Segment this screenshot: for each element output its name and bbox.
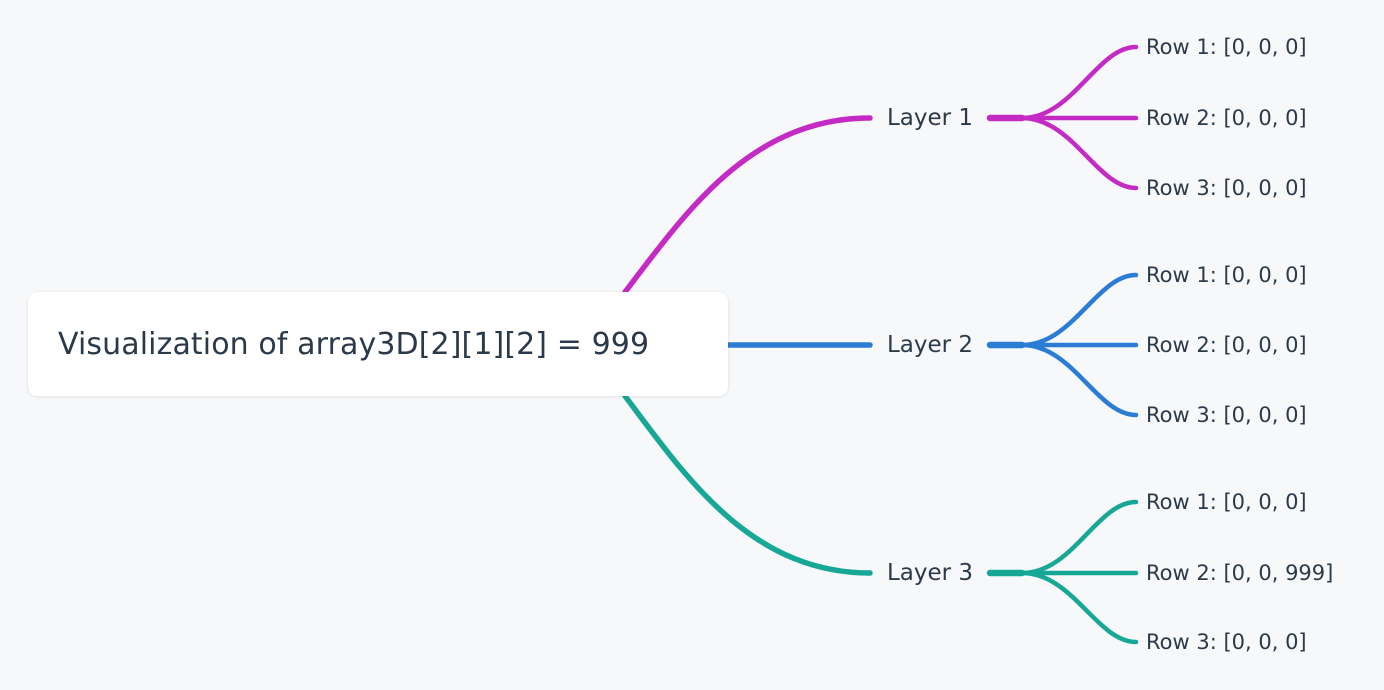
root-node-label: Visualization of array3D[2][1][2] = 999 [58,326,650,362]
branch-node-label-2[interactable]: Layer 2 [886,332,974,358]
leaf-node-label[interactable]: Row 2: [0, 0, 999] [1146,561,1334,585]
leaf-node-label[interactable]: Row 1: [0, 0, 0] [1146,263,1307,287]
leaf-node-label[interactable]: Row 1: [0, 0, 0] [1146,35,1307,59]
root-node[interactable]: Visualization of array3D[2][1][2] = 999 [28,292,728,396]
leaf-node-label[interactable]: Row 2: [0, 0, 0] [1146,106,1307,130]
mindmap-edge [1019,570,1139,645]
mindmap-edge [1019,499,1139,576]
leaf-node-label[interactable]: Row 2: [0, 0, 0] [1146,333,1307,357]
branch-node-label-1[interactable]: Layer 1 [886,105,974,131]
mindmap-edge [622,115,873,295]
leaf-node-label[interactable]: Row 3: [0, 0, 0] [1146,403,1307,427]
mindmap-edge [622,393,873,576]
mindmap-edge [1019,115,1139,191]
leaf-node-label[interactable]: Row 1: [0, 0, 0] [1146,490,1307,514]
branch-node-label-3[interactable]: Layer 3 [886,560,974,586]
mindmap-edge [1019,272,1139,348]
leaf-node-label[interactable]: Row 3: [0, 0, 0] [1146,630,1307,654]
mindmap-edge [1019,342,1139,418]
leaf-node-label[interactable]: Row 3: [0, 0, 0] [1146,176,1307,200]
mindmap-edge [1019,44,1139,121]
